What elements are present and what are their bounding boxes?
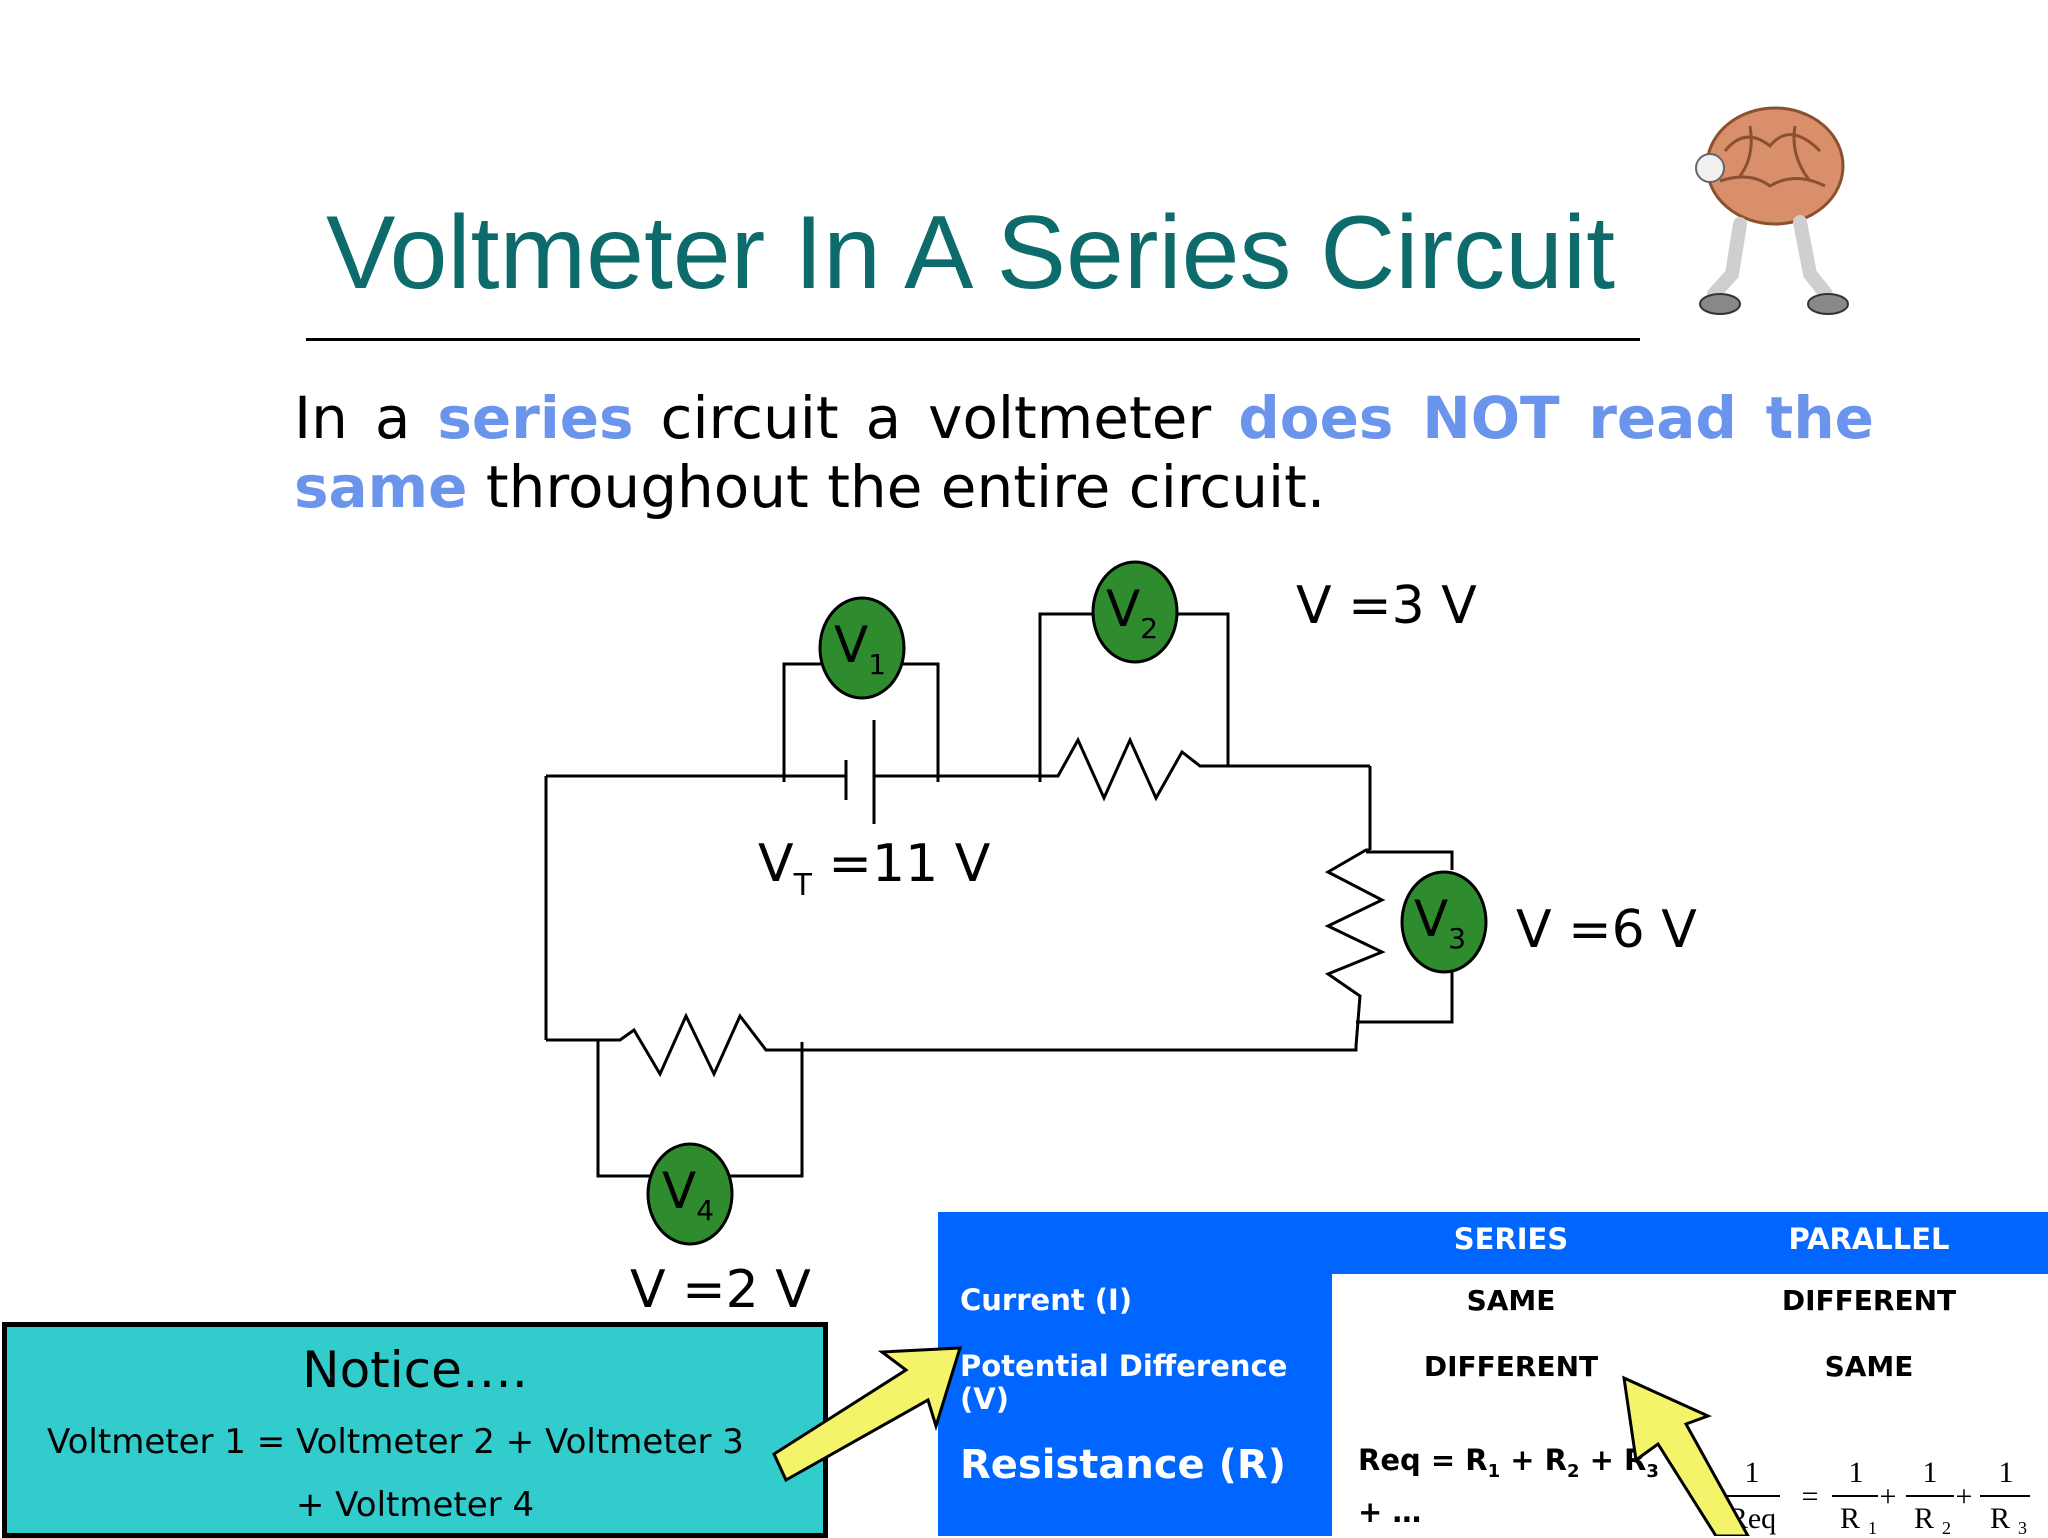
- v2-lead-right: [1178, 612, 1230, 766]
- reading-total: VT =11 V: [758, 838, 990, 901]
- notice-line-2: + Voltmeter 4: [295, 1485, 535, 1525]
- frac-plus: +: [1956, 1480, 1973, 1513]
- v2-lead-left: [1038, 612, 1094, 782]
- reading-total-prefix: V: [758, 834, 794, 894]
- cell-resistance-series: Req = R1 + R2 + R3 + …: [1330, 1440, 1688, 1532]
- cell-pd-series: DIFFERENT: [1423, 1350, 1599, 1383]
- intro-text-part: circuit a voltmeter: [633, 384, 1239, 452]
- reading-v4: V =2 V: [630, 1260, 811, 1320]
- meter-letter: V: [662, 1162, 697, 1220]
- resistor-r3: [1324, 848, 1386, 1047]
- voltmeter-2-label: V2: [1106, 584, 1158, 643]
- row-label-potential-difference: Potential Difference (V): [960, 1349, 1288, 1417]
- cell-current-series: SAME: [1466, 1284, 1556, 1317]
- req-series-text: + R: [1579, 1443, 1647, 1477]
- meter-letter: V: [834, 616, 869, 674]
- row-label-resistance: Resistance (R): [960, 1442, 1286, 1488]
- v3-lead-top: [1366, 850, 1454, 870]
- v1-lead-right: [894, 662, 940, 782]
- voltmeter-3-icon: [1400, 870, 1488, 974]
- frac-den-sub: 2: [1942, 1518, 1951, 1536]
- header-series: SERIES: [1453, 1222, 1569, 1256]
- meter-letter: V: [1106, 580, 1141, 638]
- frac-num: 1: [1745, 1456, 1760, 1489]
- frac-den-r: R: [1914, 1502, 1934, 1535]
- cell-pd-parallel: SAME: [1824, 1350, 1914, 1383]
- row-label-current: Current (I): [960, 1283, 1133, 1317]
- reading-v2: V =3 V: [1296, 576, 1477, 636]
- reading-v3: V =6 V: [1516, 900, 1697, 960]
- req-series-subscript: 3: [1646, 1460, 1659, 1482]
- brain-mascot-icon: [1695, 106, 1849, 315]
- cell-current-parallel: DIFFERENT: [1781, 1284, 1957, 1317]
- voltmeter-4-label: V4: [662, 1166, 714, 1225]
- meter-subscript: 2: [1140, 612, 1159, 645]
- req-series-text: + R: [1500, 1443, 1567, 1477]
- frac-den-req: Req: [1728, 1502, 1776, 1535]
- voltmeter-4-icon: [646, 1142, 734, 1246]
- header-parallel: PARALLEL: [1788, 1222, 1950, 1256]
- frac-num: 1: [1999, 1456, 2014, 1489]
- intro-highlight-series: series: [437, 384, 634, 452]
- voltmeter-1-icon: [818, 596, 906, 700]
- frac-equals: =: [1802, 1480, 1819, 1513]
- title-underline: [306, 338, 1640, 341]
- frac-den-sub: 3: [2018, 1518, 2027, 1536]
- reading-total-value: =11 V: [811, 834, 991, 894]
- meter-subscript: 3: [1448, 922, 1467, 955]
- meter-subscript: 1: [868, 648, 887, 681]
- notice-heading: Notice….: [302, 1341, 528, 1399]
- req-series-text: Req = R: [1358, 1443, 1488, 1477]
- intro-highlight-not-same: does NOT read the same: [294, 384, 1875, 521]
- notice-box: Notice…. Voltmeter 1 = Voltmeter 2 + Vol…: [2, 1322, 828, 1538]
- intro-text-part: In a: [294, 384, 438, 452]
- meter-letter: V: [1414, 890, 1449, 948]
- frac-plus: +: [1880, 1480, 1897, 1513]
- v4-lead-left: [596, 1040, 650, 1178]
- slide-title: Voltmeter In A Series Circuit: [326, 195, 1615, 311]
- notice-line-1: Voltmeter 1 = Voltmeter 2 + Voltmeter 3: [47, 1422, 744, 1462]
- frac-den-r: R: [1990, 1502, 2010, 1535]
- meter-subscript: 4: [696, 1194, 715, 1227]
- v1-lead-left: [782, 662, 834, 782]
- voltmeter-3-label: V3: [1414, 894, 1466, 953]
- intro-text: In a series circuit a voltmeter does NOT…: [294, 384, 1874, 522]
- v4-lead-right: [730, 1042, 804, 1178]
- frac-num: 1: [1849, 1456, 1864, 1489]
- series-parallel-table: SERIES PARALLEL Current (I) Potential Di…: [938, 1212, 2048, 1536]
- v3-lead-bottom: [1356, 966, 1454, 1024]
- reading-total-subscript: T: [793, 868, 812, 903]
- req-series-subscript: 2: [1566, 1460, 1580, 1482]
- frac-den-sub: 1: [1868, 1518, 1877, 1536]
- resistor-r4: [546, 1012, 780, 1078]
- frac-num: 1: [1923, 1456, 1938, 1489]
- cell-resistance-parallel: 1 Req = 1 R 1 + 1 R 2 + 1 R 3: [1726, 1456, 2030, 1536]
- req-series-continuation: + …: [1358, 1494, 1422, 1529]
- resistor-r2: [1040, 736, 1370, 802]
- wire-bottom-right: [780, 1046, 1358, 1052]
- voltmeter-1-label: V1: [834, 620, 886, 679]
- frac-den-r: R: [1840, 1502, 1860, 1535]
- voltmeter-2-icon: [1091, 560, 1179, 664]
- req-series-subscript: 1: [1487, 1460, 1501, 1482]
- intro-text-part: throughout the entire circuit.: [467, 453, 1326, 521]
